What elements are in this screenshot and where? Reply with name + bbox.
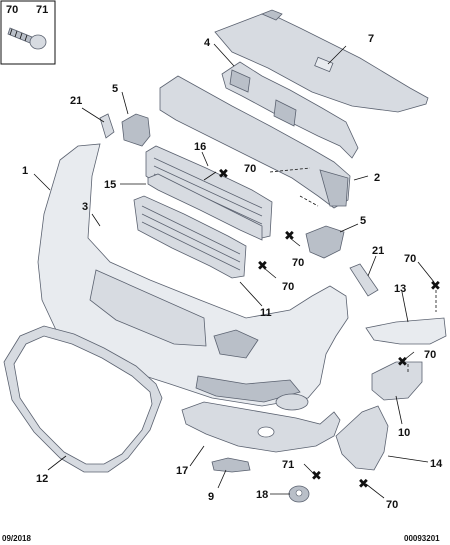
part-18-clip — [288, 485, 310, 503]
part-21-left-clip — [99, 113, 115, 139]
cross-markers: ✖ ✖ ✖ ✖ ✖ ✖ ✖ — [218, 167, 441, 492]
callout-12: 12 — [36, 473, 48, 485]
callout-7: 7 — [368, 33, 374, 45]
part-9-bracket — [211, 457, 251, 473]
part-15-mid-grille — [147, 173, 263, 241]
callout-4: 4 — [204, 37, 211, 49]
callout-70: 70 — [292, 257, 304, 269]
callout-1: 1 — [22, 165, 28, 177]
callout-5-right: 5 — [360, 215, 366, 227]
footer-date: 09/2018 — [2, 534, 31, 543]
screw-box-label-71: 71 — [36, 4, 48, 16]
leader-lines — [33, 43, 437, 499]
callout-10: 10 — [398, 427, 410, 439]
callout-2: 2 — [374, 172, 380, 184]
callout-21-right: 21 — [372, 245, 384, 257]
part-14-side-bracket — [335, 405, 389, 471]
part-10-lamp-housing — [371, 361, 423, 401]
cross-marker-icon: ✖ — [257, 259, 268, 274]
callout-71: 71 — [282, 459, 294, 471]
callout-21-left: 21 — [70, 95, 82, 107]
part-4-upper-frame — [221, 61, 359, 159]
part-1-bumper-shell — [37, 143, 349, 411]
cross-marker-icon: ✖ — [311, 469, 322, 484]
callout-16: 16 — [194, 141, 206, 153]
callout-5-left: 5 — [112, 83, 118, 95]
callout-13: 13 — [394, 283, 406, 295]
screw-box-label-70: 70 — [6, 4, 18, 16]
callout-15: 15 — [104, 179, 116, 191]
screw-inset-box: 70 71 — [0, 0, 56, 65]
callout-14: 14 — [430, 458, 443, 470]
callout-70: 70 — [244, 163, 256, 175]
callout-70: 70 — [404, 253, 416, 265]
cross-marker-icon: ✖ — [218, 167, 229, 182]
callout-3: 3 — [82, 201, 88, 213]
part-21-right-clip — [349, 263, 379, 297]
callout-9: 9 — [208, 491, 214, 503]
part-5-right-bracket — [305, 225, 345, 259]
cross-marker-icon: ✖ — [284, 229, 295, 244]
part-13-lamp-bezel — [365, 317, 447, 345]
part-12-lower-frame — [3, 325, 163, 473]
screw-icon — [7, 27, 47, 50]
part-2-reinforcement-beam — [159, 75, 351, 209]
callout-17: 17 — [176, 465, 188, 477]
footer-reference: 00093201 — [404, 534, 440, 543]
cross-marker-icon: ✖ — [358, 477, 369, 492]
callout-11: 11 — [260, 307, 272, 319]
part-7-upper-shield — [214, 9, 429, 113]
cross-marker-icon: ✖ — [397, 355, 408, 370]
callout-70: 70 — [282, 281, 294, 293]
cross-marker-icon: ✖ — [430, 279, 441, 294]
callout-70: 70 — [424, 349, 436, 361]
callout-labels: 1 2 3 4 5 5 7 9 10 11 12 13 14 15 16 17 … — [22, 33, 443, 511]
callout-18: 18 — [256, 489, 268, 501]
part-3-lower-grille — [133, 195, 247, 279]
callout-70: 70 — [386, 499, 398, 511]
part-17-lower-spoiler — [181, 401, 341, 453]
part-5-left-bracket — [121, 113, 151, 147]
